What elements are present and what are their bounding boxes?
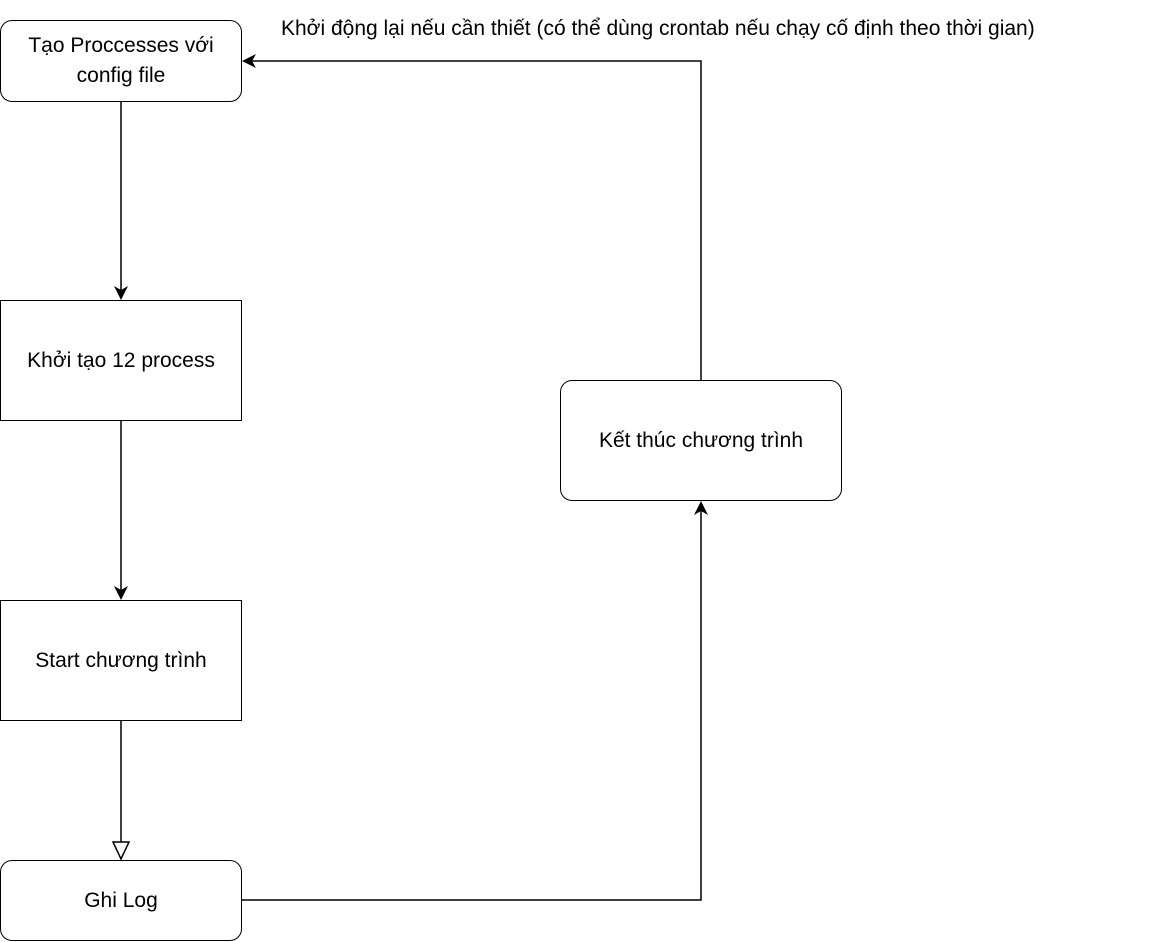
node-start-program: Start chương trình	[0, 600, 242, 721]
node-write-log: Ghi Log	[0, 860, 242, 941]
node-end-program-label: Kết thúc chương trình	[598, 428, 804, 452]
node-start-program-label: Start chương trình	[35, 648, 207, 672]
node-init-12-process-label: Khởi tạo 12 process	[27, 348, 215, 372]
edge-end-to-create	[242, 54, 702, 380]
node-create-processes: Tạo Proccesses với config file	[0, 20, 242, 102]
node-end-program: Kết thúc chương trình	[560, 380, 842, 501]
node-create-processes-label: Tạo Proccesses với config file	[28, 34, 214, 87]
restart-edge-label: Khởi động lại nếu cần thiết (có thể dùng…	[281, 17, 1035, 40]
node-init-12-process: Khởi tạo 12 process	[0, 300, 242, 421]
edge-log-to-end	[242, 501, 708, 901]
node-write-log-label: Ghi Log	[84, 888, 158, 912]
